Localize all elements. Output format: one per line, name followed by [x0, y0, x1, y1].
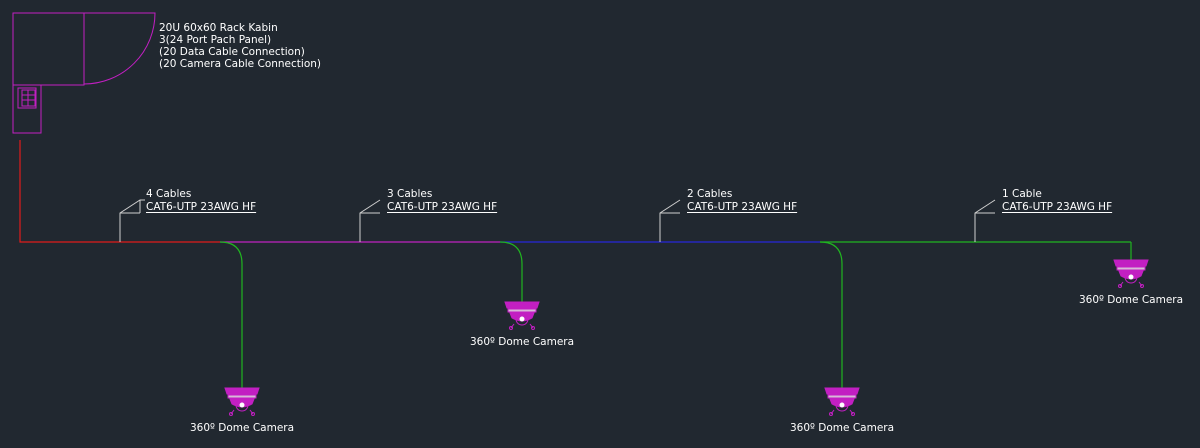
rack-line-3: (20 Data Cable Connection) [159, 46, 305, 58]
segment-4-cable: CAT6-UTP 23AWG HF [1002, 201, 1113, 213]
segment-1-cable: CAT6-UTP 23AWG HF [146, 201, 257, 213]
rack-panel [12, 84, 42, 134]
segment-4-count: 1 Cable [1002, 188, 1042, 200]
segment-2-cable: CAT6-UTP 23AWG HF [387, 201, 498, 213]
leader-1 [119, 199, 145, 242]
rack-line-4: (20 Camera Cable Connection) [159, 58, 321, 70]
segment-1-count: 4 Cables [146, 188, 192, 200]
patch-panel-frame [17, 87, 37, 109]
leader-4 [974, 199, 996, 242]
dome-camera-icon [824, 387, 860, 416]
rack-title: 20U 60x60 Rack Kabin [159, 22, 278, 34]
drop-camera-3 [819, 241, 843, 388]
leader-2 [359, 199, 381, 242]
camera-4-label: 360º Dome Camera [1078, 294, 1184, 306]
camera-1-label: 360º Dome Camera [189, 422, 295, 434]
cable-red [19, 140, 220, 243]
segment-2-count: 3 Cables [387, 188, 433, 200]
drop-camera-1 [219, 241, 243, 388]
rack-line-2: 3(24 Port Pach Panel) [159, 34, 272, 46]
camera-2-label: 360º Dome Camera [469, 336, 575, 348]
drop-camera-2 [499, 241, 523, 302]
segment-3-count: 2 Cables [687, 188, 733, 200]
rack-body [12, 12, 85, 86]
rack-cabinet [12, 12, 156, 134]
dome-camera-icon [224, 387, 260, 416]
cameras [224, 259, 1149, 416]
label-leaders [119, 199, 996, 242]
cable-runs [19, 140, 1132, 388]
dome-camera-icon [1113, 259, 1149, 288]
segment-3-cable: CAT6-UTP 23AWG HF [687, 201, 798, 213]
rack-door-swing [83, 12, 156, 85]
dome-camera-icon [504, 301, 540, 330]
camera-3-label: 360º Dome Camera [789, 422, 895, 434]
leader-3 [659, 199, 681, 242]
